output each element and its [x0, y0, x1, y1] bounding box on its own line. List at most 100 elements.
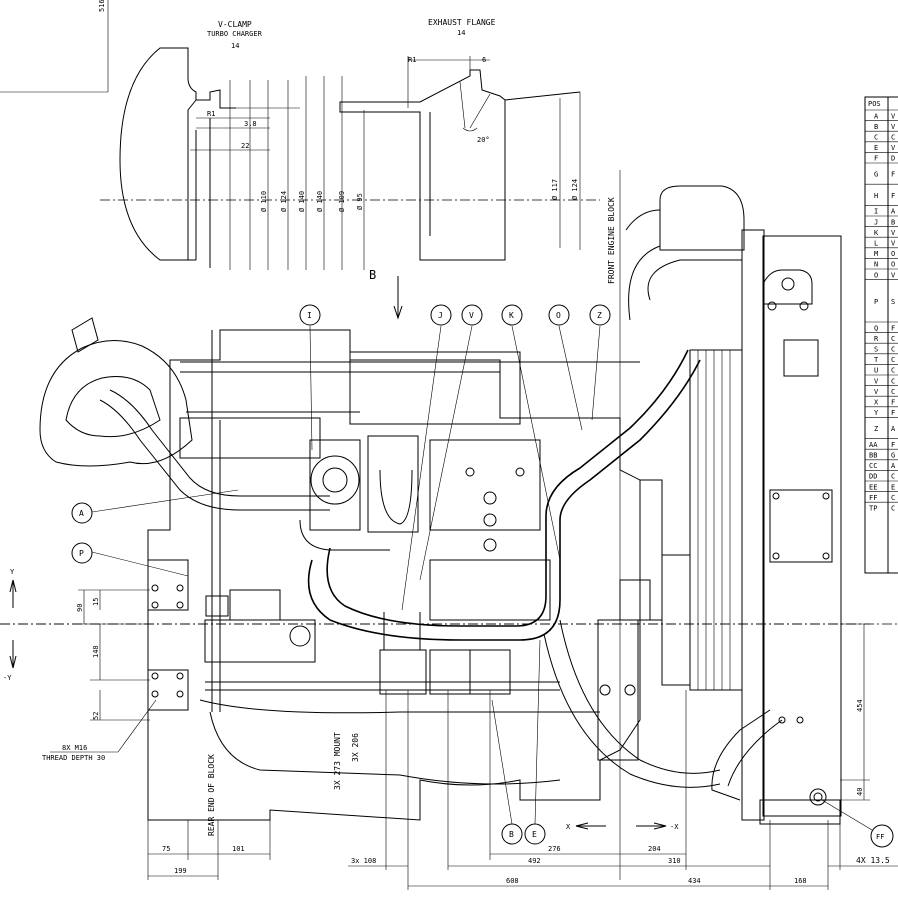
pos-row-id: C — [874, 134, 878, 142]
callout-b: B — [501, 823, 523, 845]
dim-3x108: 3x 108 — [351, 857, 376, 865]
pos-row-id: T — [874, 356, 879, 364]
pos-row-id: J — [874, 218, 878, 226]
svg-text:E: E — [532, 830, 537, 839]
dim-310: 310 — [668, 857, 681, 865]
vclamp-id: 14 — [231, 42, 239, 50]
pos-row-id: Y — [874, 409, 879, 417]
pos-row-id: DD — [869, 473, 877, 481]
pos-row-desc: G — [891, 452, 895, 460]
svg-text:A: A — [79, 509, 84, 518]
pos-row-desc: V — [891, 229, 896, 237]
pos-row-desc: V — [891, 144, 896, 152]
exhaust-id: 14 — [457, 29, 465, 37]
svg-text:Z: Z — [597, 311, 602, 320]
dim-434: 434 — [688, 877, 701, 885]
pos-row-id: U — [874, 367, 878, 375]
radiator — [625, 185, 842, 825]
pos-row-desc: C — [891, 367, 895, 375]
callout-v: V — [461, 304, 483, 326]
pos-row-id: L — [874, 240, 878, 248]
callout-i: I — [299, 304, 321, 326]
callout-ff: FF — [870, 824, 894, 848]
dim-d124r: Ø 124 — [571, 179, 579, 200]
pos-row-desc: A — [891, 208, 896, 216]
callout-k: K — [501, 304, 523, 326]
pos-row-id: M — [874, 250, 878, 258]
pos-row-id: EE — [869, 483, 877, 491]
vclamp-title: V-CLAMP — [218, 20, 252, 29]
pos-row-id: BB — [869, 452, 877, 460]
dim-90: 90 — [76, 604, 84, 612]
pos-row-desc: A — [891, 425, 896, 433]
exhaust-title: EXHAUST FLANGE — [428, 18, 496, 27]
pos-row-desc: C — [891, 346, 895, 354]
mount-label: 3X 273 MOUNT — [333, 732, 342, 790]
svg-text:J: J — [438, 311, 443, 320]
pos-row-desc: F — [891, 399, 895, 407]
callout-e: E — [524, 823, 546, 845]
pos-row-desc: C — [891, 473, 895, 481]
pos-row-id: AA — [869, 441, 878, 449]
pos-row-id: N — [874, 261, 878, 269]
pos-row-desc: E — [891, 483, 895, 491]
pos-table-header: POS — [868, 100, 881, 108]
pos-row-id: P — [874, 298, 878, 306]
callout-j: J — [430, 304, 452, 326]
pos-row-desc: C — [891, 335, 895, 343]
pos-row-desc: F — [891, 409, 895, 417]
svg-text:O: O — [556, 311, 561, 320]
dim-75: 75 — [162, 845, 170, 853]
front-engine-label: FRONT ENGINE BLOCK — [607, 197, 616, 284]
axis-minus-x: -X — [670, 823, 679, 831]
pos-row-desc: F — [891, 171, 895, 179]
dim-d117: Ø 117 — [551, 179, 559, 200]
pos-row-desc: V — [891, 123, 896, 131]
svg-text:I: I — [307, 311, 312, 320]
top-dim-label: 516 — [98, 0, 106, 12]
dim-608: 608 — [506, 877, 519, 885]
callouts: I J V K O Z A P B E FF — [71, 304, 894, 848]
pos-row-desc: C — [891, 505, 895, 513]
dim-d140a: Ø 140 — [298, 191, 306, 212]
dim-52: 52 — [92, 712, 100, 720]
svg-text:B: B — [509, 830, 514, 839]
pos-row-desc: C — [891, 494, 895, 502]
pos-row-desc: C — [891, 356, 895, 364]
dim-d124: Ø 124 — [280, 191, 288, 212]
dim-204: 204 — [648, 845, 661, 853]
engine-side-view — [39, 317, 721, 821]
thread-label-1: 8X M16 — [62, 744, 87, 752]
pos-row-desc: F — [891, 192, 895, 200]
view-label-b: B — [369, 268, 376, 282]
svg-text:FF: FF — [876, 833, 884, 841]
callout-o: O — [548, 304, 570, 326]
rear-end-label: REAR END OF BLOCK — [207, 754, 216, 836]
pos-row-id: V — [874, 388, 879, 396]
axis-minus-y: -Y — [3, 674, 12, 682]
pos-row-id: S — [874, 346, 878, 354]
svg-text:K: K — [509, 311, 514, 320]
dimensions: 90 15 148 52 Y -Y 8X M16 THREAD DEPTH 30… — [0, 170, 898, 890]
pos-row-id: Z — [874, 425, 878, 433]
dim-454: 454 — [856, 699, 864, 712]
dim-3-8: 3.8 — [244, 120, 257, 128]
dim-168: 168 — [794, 877, 807, 885]
dim-101: 101 — [232, 845, 245, 853]
pos-row-desc: F — [891, 324, 895, 332]
pos-row-desc: S — [891, 298, 895, 306]
pos-row-id: B — [874, 123, 878, 131]
pos-row-desc: C — [891, 388, 895, 396]
dim-199: 199 — [174, 867, 187, 875]
flange-detail: 516 V-CLAMP TURBO CHARGER 14 R1 3.8 22 Ø… — [0, 0, 600, 270]
callout-p: P — [71, 542, 93, 564]
dim-40: 40 — [856, 788, 864, 796]
dim-d140b: Ø 140 — [316, 191, 324, 212]
dim-276: 276 — [548, 845, 561, 853]
pos-row-id: H — [874, 192, 878, 200]
dim-d95: Ø 95 — [356, 193, 364, 210]
pos-row-desc: V — [891, 112, 896, 120]
dim-22: 22 — [241, 142, 249, 150]
pos-row-id: G — [874, 171, 878, 179]
